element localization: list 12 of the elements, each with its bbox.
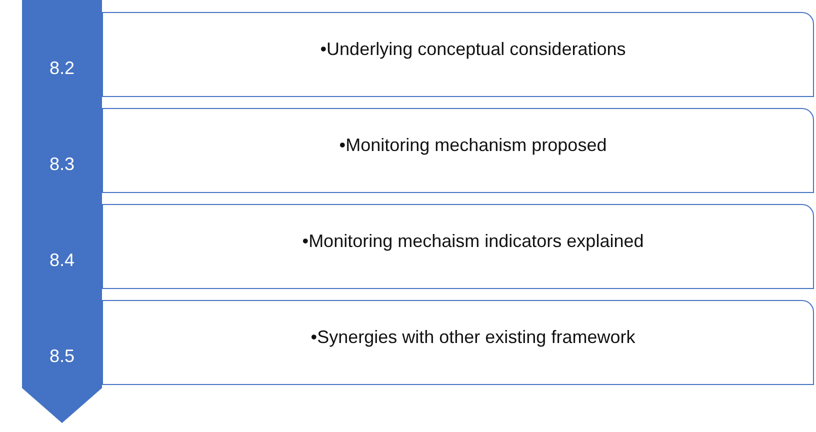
content-box: [102, 12, 814, 97]
bullet-text: •Monitoring mechaism indicators explained: [301, 231, 645, 252]
bullet-text: •Underlying conceptual considerations: [319, 39, 627, 60]
section-number: 8.4: [48, 250, 76, 271]
bullet-text: •Monitoring mechanism proposed: [338, 135, 608, 156]
content-box: [102, 300, 814, 385]
bullet-text: •Synergies with other existing framework: [310, 327, 636, 348]
section-number: 8.2: [48, 58, 76, 79]
section-number: 8.5: [48, 346, 76, 367]
content-box: [102, 108, 814, 193]
section-number: 8.3: [48, 154, 76, 175]
content-box: [102, 204, 814, 289]
